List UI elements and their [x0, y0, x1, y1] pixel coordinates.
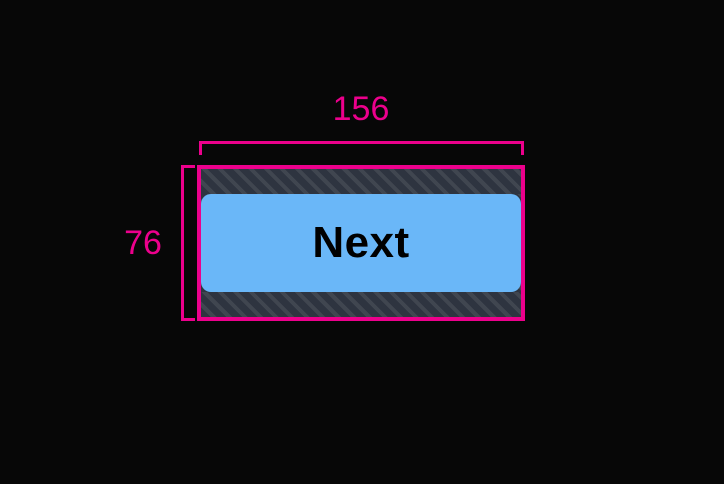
width-dimension-bracket [199, 141, 524, 155]
content-area: Next [201, 194, 521, 292]
element-highlight-box: Next [197, 165, 525, 321]
box-model-stack: Next [201, 169, 521, 317]
padding-band-bottom [201, 292, 521, 317]
padding-band-top [201, 169, 521, 194]
height-dimension-bracket [181, 165, 195, 321]
width-dimension-label: 156 [332, 90, 390, 128]
height-dimension-label: 76 [124, 224, 162, 262]
next-button[interactable]: Next [201, 194, 521, 292]
